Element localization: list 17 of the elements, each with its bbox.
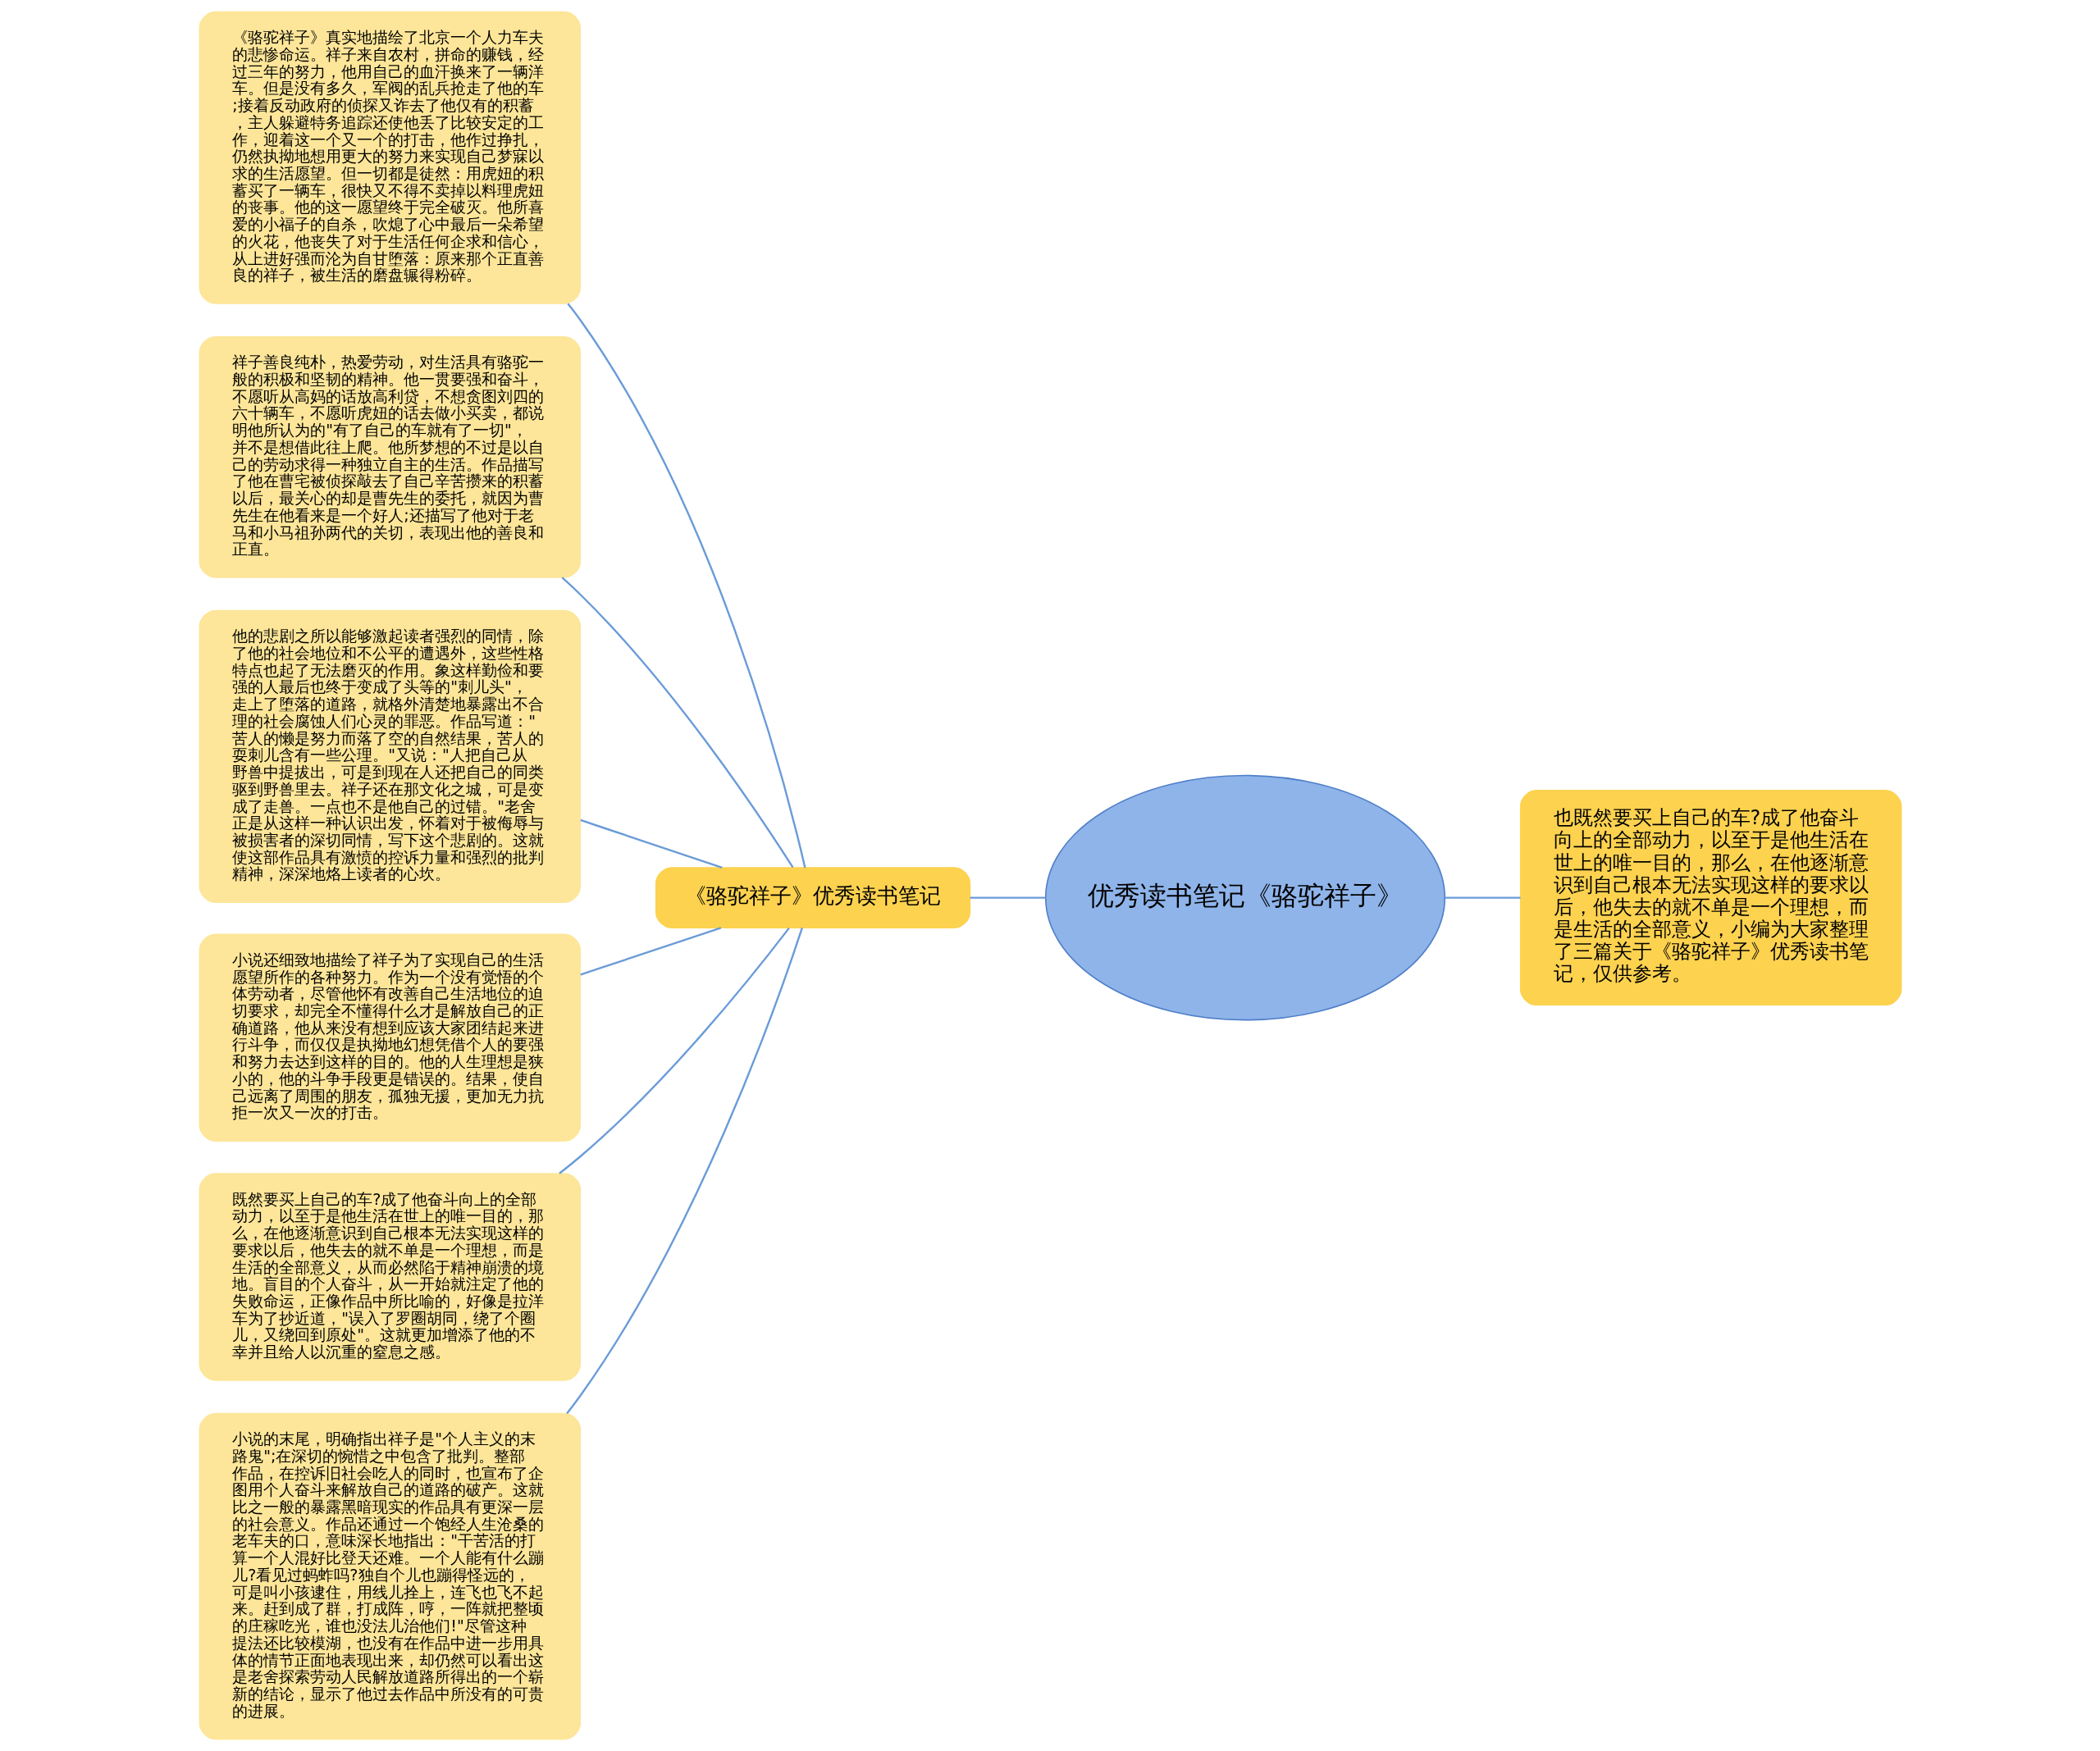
connector [565, 927, 803, 1415]
connector [579, 819, 723, 869]
node-ellipse: 优秀读书笔记《骆驼祥子》 [1044, 774, 1445, 1021]
node-box: 《骆驼祥子》真实地描绘了北京一个人力车夫的悲惨命运。祥子来自农村，拼命的赚钱，经过三年的努力，他用自己的血汗换来了一辆洋车。但是没有多久，军阀的乱兵抢走了他的车;接着反动政府的侦探又诈去了他仅有的积蓄，主人躲避特务追踪还使他丢了比较安定的工作，迎着这一个又一个的打击，他作过挣扎，仍然执拗地想用更大的努力来实现自己梦寐以求的生活愿望。但一切都是徒然：用虎妞的积蓄买了一辆车，很快又不得不卖掉以料理虎妞的丧事。他的这一愿望终于完全破灭。他所喜爱的小福子的自杀，吹熄了心中最后一朵希望的火花，他丧失了对于生活任何企求和信心，从上进好强而沦为自甘堕落：原来那个正直善良的祥子，被生活的磨盘辗得粉碎。 [199, 11, 581, 304]
node-box: 也既然要买上自己的车?成了他奋斗向上的全部动力，以至于是他生活在世上的唯一目的，那么，在他逐渐意识到自己根本无法实现这样的要求以后，他失去的就不单是一个理想，而是生活的全部意义，小编为大家整理了三篇关于《骆驼祥子》优秀读书笔记，仅供参考。 [1519, 790, 1901, 1006]
node-box: 小说的末尾，明确指出祥子是"个人主义的末路鬼";在深切的惋惜之中包含了批判。整部作品，在控诉旧社会吃人的同时，也宣布了企图用个人奋斗来解放自己的道路的破产。这就比之一般的暴露黑暗现实的作品具有更深一层的社会意义。作品还通过一个饱经人生沧桑的老车夫的口，意味深长地指出："干苦活的打算一个人混好比登天还难。一个人能有什么蹦儿?看见过蚂蚱吗?独自个儿也蹦得怪远的，可是叫小孩逮住，用线儿拴上，连飞也飞不起来。赶到成了群，打成阵，哼，一阵就把整顷的庄稼吃光，谁也没法儿治他们!"尽管这种提法还比较模湖，也没有在作品中进一步用具体的情节正面地表现出来，却仍然可以看出这是老舍探索劳动人民解放道路所得出的一个崭新的结论，显示了他过去作品中所没有的可贵的进展。 [199, 1412, 581, 1740]
connector [579, 927, 721, 976]
node-box: 祥子善良纯朴，热爱劳动，对生活具有骆驼一般的积极和坚韧的精神。他一贯要强和奋斗，不愿听从高妈的话放高利贷，不想贪图刘四的六十辆车，不愿听虎妞的话去做小买卖，都说明他所认为的"有了自己的车就有了一切"，并不是想借此往上爬。他所梦想的不过是以自己的劳动求得一种独立自主的生活。作品描写了他在曹宅被侦探敲去了自己辛苦攒来的积蓄以后，最关心的却是曹先生的委托，就因为曹先生在他看来是一个好人;还描写了他对于老马和小马祖孙两代的关切，表现出他的善良和正直。 [199, 335, 581, 578]
connector [560, 577, 794, 869]
node-box: 他的悲剧之所以能够激起读者强烈的同情，除了他的社会地位和不公平的遭遇外，这些性格特点也起了无法磨灭的作用。象这样勤俭和要强的人最后也终于变成了头等的"刺儿头"，走上了堕落的道路，就格外清楚地暴露出不合理的社会腐蚀人们心灵的罪恶。作品写道："苦人的懒是努力而落了空的自然结果，苦人的耍刺儿含有一些公理。"又说："人把自己从野兽中提拔出，可是到现在人还把自己的同类驱到野兽里去。祥子还在那文化之城，可是变成了走兽。一点也不是他自己的过错。"老舍正是从这样一种认识出发，怀着对于被侮辱与被损害者的深切同情，写下这个悲剧的。这就使这部作品具有激愤的控诉力量和强烈的批判精神，深深地烙上读者的心坎。 [199, 609, 581, 903]
node-box: 小说还细致地描绘了祥子为了实现自己的生活愿望所作的各种努力。作为一个没有觉悟的个体劳动者，尽管他怀有改善自己生活地位的迫切要求，却完全不懂得什么才是解放自己的正确道路，他从来没有想到应该大家团结起来进行斗争，而仅仅是执拗地幻想凭借个人的要强和努力去达到这样的目的。他的人生理想是狭小的，他的斗争手段更是错误的。结果，使自己远离了周围的朋友，孤独无援，更加无力抗拒一次又一次的打击。 [199, 933, 581, 1142]
connector [558, 927, 790, 1174]
connector [970, 896, 1045, 899]
node-box: 既然要买上自己的车?成了他奋斗向上的全部动力，以至于是他生活在世上的唯一目的，那么，在他逐渐意识到自己根本无法实现这样的要求以后，他失去的就不单是一个理想，而是生活的全部意义，从而必然陷于精神崩溃的境地。盲目的个人奋斗，从一开始就注定了他的失败命运，正像作品中所比喻的，好像是拉洋车为了抄近道，"误入了罗圈胡同，绕了个圈儿，又绕回到原处"。这就更加增添了他的不幸并且给人以沉重的窒息之感。 [199, 1173, 581, 1381]
node-box: 《骆驼祥子》优秀读书笔记 [655, 867, 970, 929]
connector [566, 303, 806, 869]
connector [1444, 896, 1520, 899]
